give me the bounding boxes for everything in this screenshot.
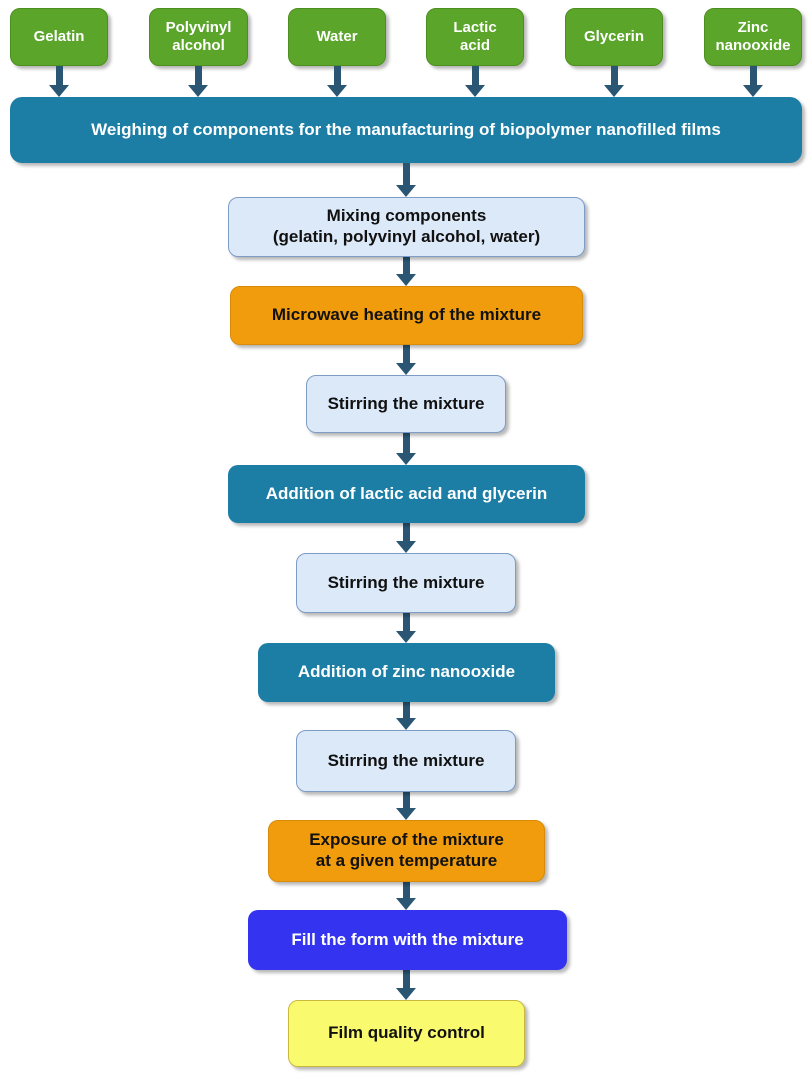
step-addition-lactic-acid-glycerin: Addition of lactic acid and glycerin — [228, 465, 585, 523]
step-microwave-heating: Microwave heating of the mixture — [230, 286, 583, 345]
arrow-down-icon — [396, 523, 416, 553]
arrow-down-icon — [396, 613, 416, 643]
input-box-water: Water — [288, 8, 386, 66]
step-addition-zinc-nanooxide: Addition of zinc nanooxide — [258, 643, 555, 702]
input-box-polyvinyl-alcohol: Polyvinyl alcohol — [149, 8, 248, 66]
input-box-zinc-nanooxide: Zinc nanooxide — [704, 8, 802, 66]
arrow-down-icon — [396, 163, 416, 197]
step-exposure-temperature: Exposure of the mixture at a given tempe… — [268, 820, 545, 882]
arrow-down-icon — [327, 66, 347, 97]
arrow-down-icon — [604, 66, 624, 97]
step-fill-form: Fill the form with the mixture — [248, 910, 567, 970]
step-weighing-components: Weighing of components for the manufactu… — [10, 97, 802, 163]
arrow-down-icon — [396, 702, 416, 730]
input-box-gelatin: Gelatin — [10, 8, 108, 66]
input-box-lactic-acid: Lactic acid — [426, 8, 524, 66]
arrow-down-icon — [396, 345, 416, 375]
arrow-down-icon — [743, 66, 763, 97]
arrow-down-icon — [396, 970, 416, 1000]
step-film-quality-control: Film quality control — [288, 1000, 525, 1067]
arrow-down-icon — [465, 66, 485, 97]
input-box-glycerin: Glycerin — [565, 8, 663, 66]
step-stirring-mixture-1: Stirring the mixture — [306, 375, 506, 433]
arrow-down-icon — [396, 882, 416, 910]
arrow-down-icon — [396, 257, 416, 286]
arrow-down-icon — [396, 433, 416, 465]
arrow-down-icon — [188, 66, 208, 97]
step-stirring-mixture-3: Stirring the mixture — [296, 730, 516, 792]
step-stirring-mixture-2: Stirring the mixture — [296, 553, 516, 613]
step-mixing-components: Mixing components (gelatin, polyvinyl al… — [228, 197, 585, 257]
arrow-down-icon — [49, 66, 69, 97]
arrow-down-icon — [396, 792, 416, 820]
